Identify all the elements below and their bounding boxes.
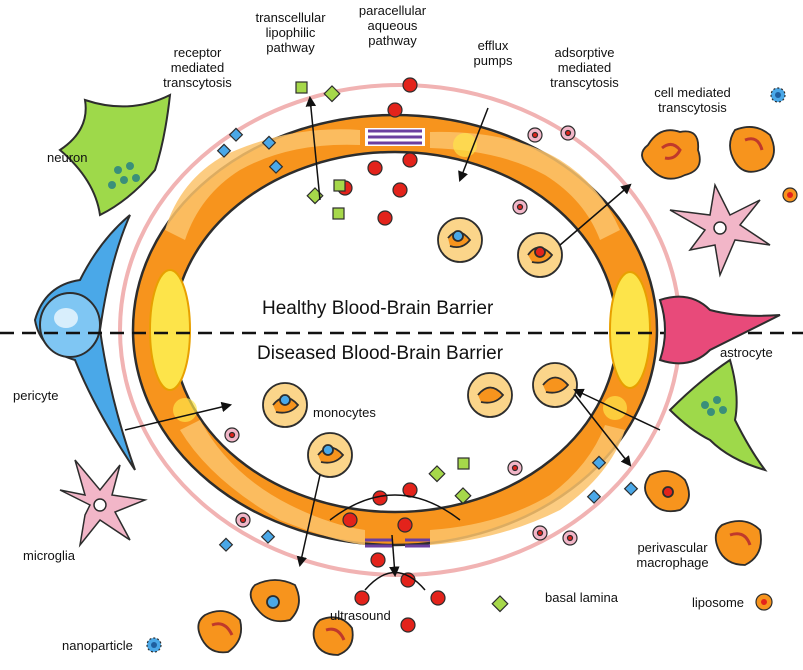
endothelium-band-lower-right (430, 425, 625, 545)
endothelium-band-upper-right (430, 131, 620, 240)
microglia-top-right (669, 182, 771, 278)
solute-spheres (337, 77, 446, 633)
endothelium-band-upper-left (165, 129, 360, 240)
pericyte-cell (33, 214, 136, 471)
endothelium-band-lower-left (180, 420, 365, 545)
label-nanoparticle: nanoparticle (62, 638, 133, 653)
label-receptor-transcytosis: receptor mediated transcytosis (163, 45, 232, 90)
tight-junction-bars-top (368, 129, 422, 145)
microglia-bottom-left (59, 459, 148, 548)
nucleus-left (149, 269, 191, 391)
label-paracellular-pathway: paracellular aqueous pathway (358, 3, 427, 48)
label-transcellular-pathway: transcellular lipophilic pathway (255, 10, 326, 55)
liposome-top-right-icon (782, 187, 798, 203)
label-pericyte: pericyte (13, 388, 59, 403)
pathway-arrows (124, 95, 661, 578)
label-efflux-pumps: efflux pumps (473, 38, 513, 68)
monocyte-group (262, 217, 578, 478)
astrocyte-foot (668, 358, 768, 472)
neuron-cell (58, 93, 172, 217)
ultrasound-waves (329, 494, 461, 591)
vesicle-left (173, 398, 197, 422)
label-microglia: microglia (23, 548, 76, 563)
label-ultrasound: ultrasound (330, 608, 391, 623)
nanoparticle-legend-icon (146, 637, 162, 653)
nucleus-right (609, 271, 651, 389)
label-adsorptive-transcytosis: adsorptive mediated transcytosis (550, 45, 619, 90)
liposome-small (224, 125, 578, 546)
lipophilic-squares (295, 81, 509, 613)
label-perivascular-macrophage: perivascular macrophage (636, 540, 709, 570)
liposome-legend-icon (755, 593, 773, 611)
label-cell-mediated-transcytosis: cell mediated transcytosis (654, 85, 731, 115)
label-liposome: liposome (692, 595, 745, 610)
label-monocytes: monocytes (313, 405, 376, 420)
tight-junction-bottom (365, 538, 430, 548)
macrophage-group (197, 126, 775, 656)
label-neuron: neuron (47, 150, 88, 165)
nanoparticle-top-right-icon (770, 87, 786, 103)
heading-healthy-bbb: Healthy Blood-Brain Barrier (262, 298, 494, 319)
receptor-ligands (216, 127, 639, 552)
astrocyte-cell (658, 295, 781, 365)
label-astrocyte: astrocyte (720, 345, 773, 360)
heading-diseased-bbb: Diseased Blood-Brain Barrier (257, 343, 504, 364)
label-basal-lamina: basal lamina (545, 590, 618, 605)
